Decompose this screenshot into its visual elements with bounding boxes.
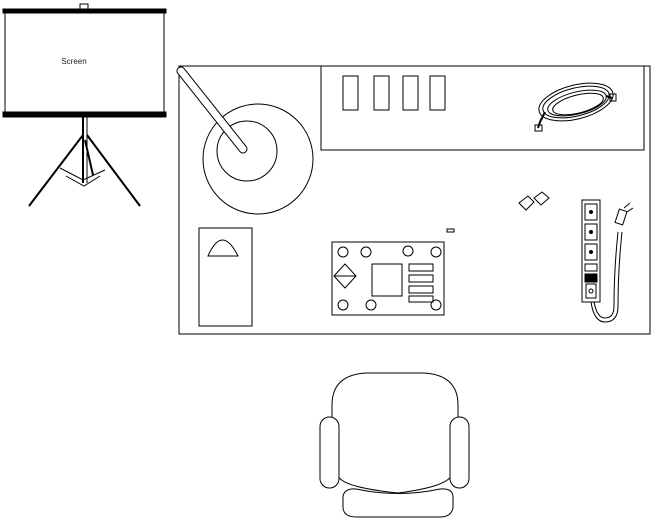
notepad-icon <box>198 227 253 327</box>
chair-armrest-right <box>449 416 470 489</box>
projector-screen-icon: Screen <box>2 3 167 118</box>
tripod-brace-inner <box>65 175 101 187</box>
cable-coil-icon <box>534 82 617 132</box>
desk-icon <box>178 65 651 335</box>
pointer-stick-icon <box>176 66 314 215</box>
screen-bottom-bar <box>2 111 167 118</box>
card-slot <box>402 75 419 111</box>
desk-compartment <box>320 65 645 151</box>
plug-icon <box>446 191 550 233</box>
tripod-stand-icon <box>28 117 141 207</box>
screen-surface <box>4 12 165 114</box>
screen-label: Screen <box>61 57 86 66</box>
tripod-leg-right <box>86 134 141 207</box>
circuit-board-icon <box>331 241 445 316</box>
round-tray-inner <box>216 120 278 182</box>
card-slot <box>342 75 359 111</box>
tripod-leg-center <box>84 139 94 176</box>
chair-backrest <box>342 488 454 518</box>
tripod-leg-left <box>28 134 84 207</box>
chair-armrest-left <box>319 416 340 489</box>
power-strip-icon <box>581 199 634 323</box>
card-slot <box>429 75 446 111</box>
screen-top-bar <box>2 8 167 14</box>
card-slot <box>373 75 390 111</box>
office-chair-icon <box>319 372 470 518</box>
round-tray-outer <box>202 103 314 215</box>
tripod-brace <box>59 167 106 181</box>
